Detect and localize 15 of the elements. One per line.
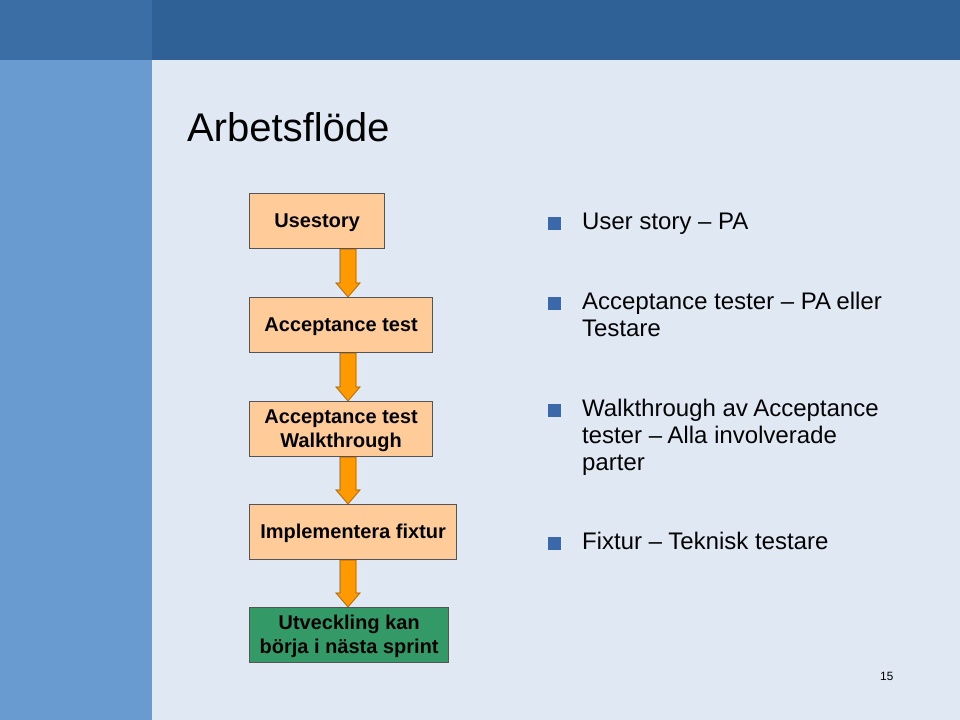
- bullet-text: Walkthrough av Acceptance tester – Alla involverade parter: [582, 395, 880, 476]
- block-arrow: [334, 560, 362, 608]
- bullet-text: User story – PA: [582, 208, 750, 235]
- process-box: Acceptance test Walkthrough: [249, 401, 433, 457]
- block-arrow: [334, 352, 362, 402]
- process-box: Utveckling kan börja i nästa sprint: [249, 607, 449, 663]
- title: Arbetsflöde: [187, 105, 390, 152]
- process-box: Implementera fixtur: [249, 504, 457, 560]
- bullet-text: Acceptance tester – PA eller Testare: [582, 288, 883, 342]
- process-box: Acceptance test: [249, 297, 433, 353]
- page-number: 15: [880, 668, 894, 685]
- block-arrow: [334, 456, 362, 505]
- process-box: Usestory: [249, 193, 385, 249]
- bullet-text: Fixtur – Teknisk testare: [582, 528, 830, 555]
- block-arrow: [334, 248, 362, 298]
